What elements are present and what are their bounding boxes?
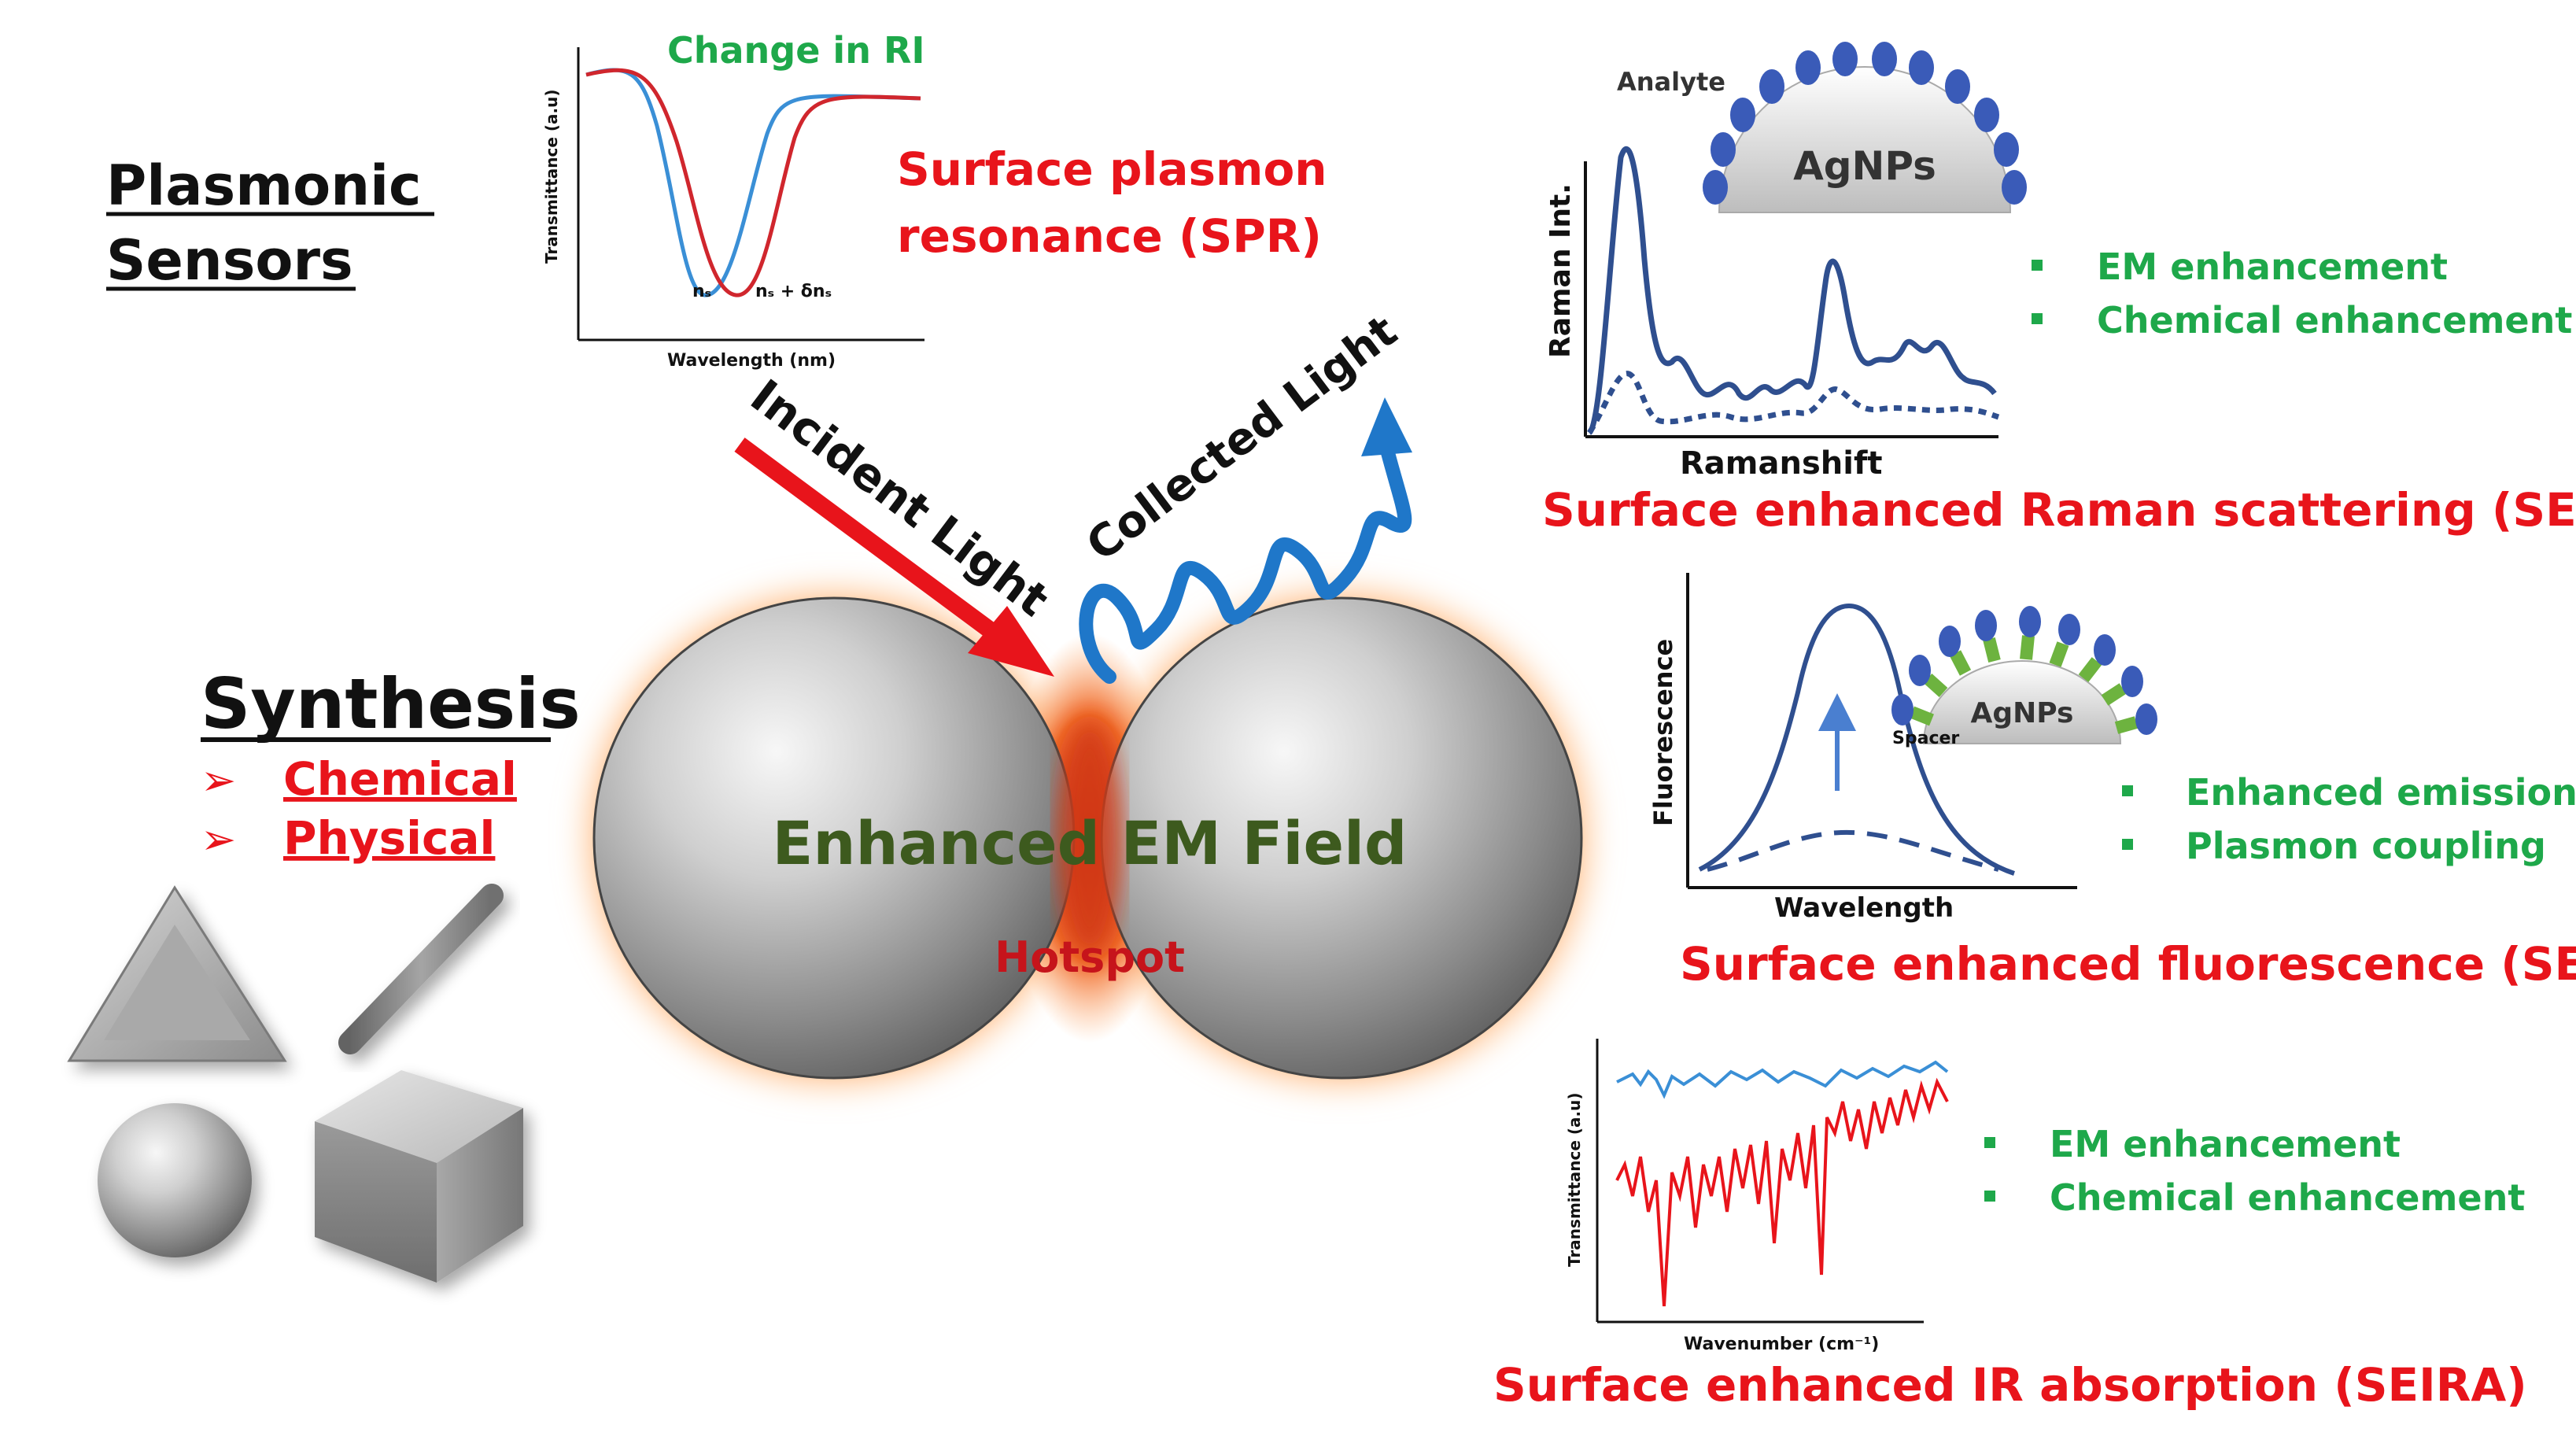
spr-curve-red — [585, 68, 921, 297]
collected-light-wave — [1079, 434, 1412, 684]
sers-bullet-1: EM enhancement — [2097, 246, 2448, 288]
seira-ylabel: Transmittance (a.u) — [1565, 1093, 1584, 1268]
collected-light-label: Collected Light — [1077, 305, 1407, 571]
seira-spectrum-red — [1615, 1077, 1949, 1307]
sef-np-label: AgNPs — [1971, 697, 2074, 729]
triangle-nanoparticle-icon — [67, 885, 287, 1062]
spr-ylabel: Transmittance (a.u) — [542, 90, 561, 264]
hotspot-core — [1057, 720, 1123, 956]
seira-bullet-2: Chemical enhancement — [2050, 1176, 2525, 1219]
rod-nanoparticle-icon — [338, 884, 504, 1054]
sef-ylabel: Fluorescence — [1648, 639, 1678, 826]
sphere-nanoparticle-icon — [98, 1103, 252, 1257]
seira-plot — [1596, 1039, 1949, 1324]
bullet-arrow-icon: ➢ — [201, 755, 236, 805]
sef-bullet-1: Enhanced emission — [2186, 771, 2576, 814]
sers-ylabel: Raman Int. — [1544, 183, 1577, 358]
spr-plot — [577, 47, 924, 342]
hotspot-label: Hotspot — [995, 932, 1185, 982]
bullet-arrow-icon: ➢ — [201, 814, 236, 864]
seira-spectrum-blue — [1616, 1060, 1949, 1099]
bullet-square-icon — [2122, 839, 2133, 850]
sef-xlabel: Wavelength — [1774, 892, 1954, 924]
synthesis-item-physical: Physical — [283, 811, 495, 865]
spr-n2-label: nₛ + δnₛ — [755, 282, 832, 301]
sef-curve-normal — [1707, 829, 1999, 872]
nanoparticle-dimer — [566, 570, 1609, 1106]
sef-bullet-2: Plasmon coupling — [2186, 825, 2546, 867]
enhanced-field-label: Enhanced EM Field — [773, 808, 1408, 878]
seira-bullet-1: EM enhancement — [2050, 1123, 2401, 1165]
spr-title-line1: Surface plasmon — [897, 142, 1327, 196]
sers-plot — [1584, 146, 2000, 438]
spr-curve-blue — [585, 68, 921, 297]
sef-curve-enhanced — [1698, 603, 2015, 876]
seira-xlabel: Wavenumber (cm⁻¹) — [1684, 1335, 1879, 1354]
sers-analyte-label: Analyte — [1617, 67, 1725, 97]
sef-agnp-dome — [1891, 606, 2157, 744]
bullet-square-icon — [2032, 260, 2043, 271]
sers-xlabel: Ramanshift — [1680, 445, 1882, 482]
sers-title: Surface enhanced Raman scattering (SERS) — [1542, 483, 2576, 537]
bullet-square-icon — [2032, 313, 2043, 324]
synthesis-title: Synthesis — [201, 663, 581, 744]
sers-agnp-dome — [1703, 42, 2027, 213]
spr-n1-label: nₛ — [692, 282, 711, 301]
bullet-square-icon — [1984, 1191, 1995, 1202]
bullet-square-icon — [1984, 1137, 1995, 1148]
sef-title: Surface enhanced fluorescence (SEF) — [1680, 937, 2576, 991]
title-plasmonic: Plasmonic — [106, 153, 422, 218]
spr-change-label: Change in RI — [667, 29, 925, 72]
synthesis-item-chemical: Chemical — [283, 752, 517, 806]
sers-bullet-2: Chemical enhancement — [2097, 299, 2572, 342]
spr-title-line2: resonance (SPR) — [897, 209, 1322, 263]
sef-spacer-label: Spacer — [1892, 729, 1959, 748]
sef-plot — [1686, 573, 2077, 889]
seira-title: Surface enhanced IR absorption (SEIRA) — [1493, 1358, 2527, 1412]
spr-xlabel: Wavelength (nm) — [667, 351, 836, 371]
bullet-square-icon — [2122, 785, 2133, 796]
sers-spectrum-enhanced — [1587, 146, 1997, 435]
sers-np-label: AgNPs — [1793, 143, 1936, 189]
title-sensors: Sensors — [106, 228, 353, 293]
incident-light-arrow — [734, 438, 1054, 677]
cube-nanoparticle-icon — [315, 1070, 523, 1283]
collected-light-arrowhead-icon — [1361, 397, 1412, 456]
